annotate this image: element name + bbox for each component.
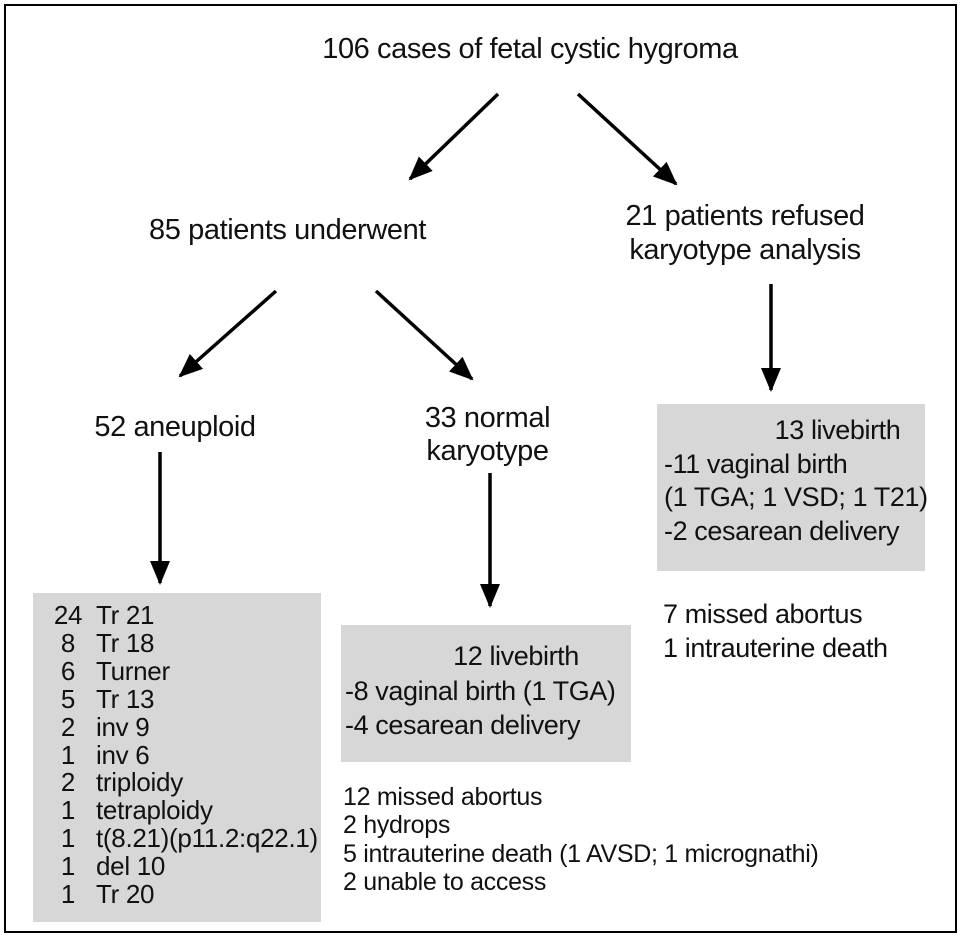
node-refused-karyotype: 21 patients refused karyotype analysis — [600, 199, 890, 267]
node-normal-karyotype: 33 normal karyotype — [400, 402, 575, 468]
row-count: 1 — [60, 879, 76, 910]
refused-outcome-notes: 7 missed abortus 1 intrauterine death — [663, 598, 888, 665]
row-label: Tr 21 — [96, 600, 155, 630]
refused-anomalies-line: (1 TGA; 1 VSD; 1 T21) — [664, 482, 928, 512]
note-line: 12 missed abortus — [343, 783, 543, 811]
karyotype-row: 24 Tr 21 — [33, 600, 321, 630]
row-count: 2 — [60, 711, 76, 742]
karyotype-row: 1 del 10 — [33, 851, 321, 882]
refused-livebirth-line: 13 livebirth — [774, 415, 901, 445]
row-count: 1 — [60, 795, 76, 826]
normal-cesarean-line: -4 cesarean delivery — [345, 710, 581, 740]
karyotype-row: 5 Tr 13 — [33, 683, 321, 714]
karyotype-row: 2 inv 9 — [33, 711, 321, 742]
row-count: 2 — [60, 767, 76, 798]
refused-vaginal-line: -11 vaginal birth — [664, 448, 848, 479]
karyotype-row: 6 Turner — [33, 655, 321, 686]
row-count: 1 — [60, 851, 76, 882]
note-line: 1 intrauterine death — [663, 632, 888, 663]
row-label: tetraploidy — [96, 795, 213, 826]
note-line: 2 unable to access — [343, 868, 547, 897]
row-count: 24 — [53, 600, 83, 630]
refused-cesarean-line: -2 cesarean delivery — [664, 515, 900, 546]
normal-livebirth-line: 12 livebirth — [453, 641, 579, 671]
arrow-underwent-to-aneuploid — [178, 289, 278, 378]
row-count: 1 — [60, 739, 76, 770]
karyotype-row: 1 Tr 20 — [33, 879, 321, 910]
karyotype-row: 1 tetraploidy — [33, 795, 321, 826]
karyotype-row: 8 Tr 18 — [33, 627, 321, 658]
row-label: Tr 13 — [96, 683, 155, 714]
normal-outcome-box: 12 livebirth -8 vaginal birth (1 TGA) -4… — [341, 625, 631, 762]
node-normal-line1: 33 normal — [424, 402, 551, 434]
node-underwent-karyotype: 85 patients underwent — [149, 214, 426, 246]
row-label: t(8.21)(p11.2:q22.1) — [96, 823, 318, 854]
node-refused-line2: karyotype analysis — [629, 234, 861, 266]
arrow-total-to-underwent — [408, 92, 500, 181]
karyotype-row: 1 t(8.21)(p11.2:q22.1) — [33, 823, 321, 854]
refused-outcome-box: 13 livebirth -11 vaginal birth (1 TGA; 1… — [657, 404, 928, 571]
node-aneuploid: 52 aneuploid — [94, 411, 256, 443]
row-label: Tr 20 — [96, 879, 155, 910]
row-label: del 10 — [96, 851, 166, 882]
row-label: inv 9 — [96, 711, 150, 742]
row-label: Tr 18 — [96, 627, 155, 658]
row-label: triploidy — [96, 767, 183, 798]
normal-vaginal-line: -8 vaginal birth (1 TGA) — [345, 675, 616, 706]
row-count: 6 — [60, 655, 76, 686]
normal-outcome-notes: 12 missed abortus 2 hydrops 5 intrauteri… — [343, 783, 819, 897]
node-normal-line2: karyotype — [426, 435, 549, 467]
note-line: 5 intrauterine death (1 AVSD; 1 microgna… — [343, 839, 819, 868]
node-refused-line1: 21 patients refused — [625, 200, 865, 232]
node-total-cases: 106 cases of fetal cystic hygroma — [322, 33, 738, 65]
row-label: inv 6 — [96, 739, 150, 770]
karyotype-row: 2 triploidy — [33, 769, 321, 797]
row-count: 1 — [60, 823, 76, 854]
karyotype-row: 1 inv 6 — [33, 739, 321, 770]
arrow-underwent-to-normal — [374, 289, 474, 381]
row-count: 5 — [60, 683, 76, 714]
arrow-total-to-refused — [576, 92, 678, 186]
note-line: 7 missed abortus — [663, 599, 863, 629]
row-count: 8 — [60, 627, 76, 658]
row-label: Turner — [96, 655, 170, 686]
note-line: 2 hydrops — [343, 811, 451, 840]
aneuploid-findings-box: 24 Tr 21 8 Tr 18 6 Turner 5 Tr 13 2 inv 9 1 in… — [33, 593, 321, 922]
